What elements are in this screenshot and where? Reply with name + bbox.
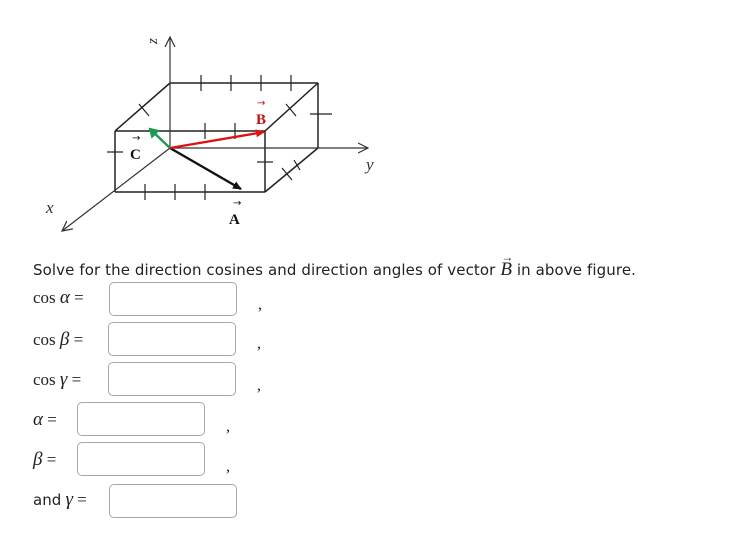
and-gamma-label: and γ = (33, 489, 87, 510)
cos-gamma-label: cos γ = (33, 369, 82, 390)
question-vector: →B (500, 250, 514, 280)
cos-alpha-label: cos α = (33, 287, 84, 308)
beta-input[interactable] (77, 442, 205, 476)
vector-b-label: B (256, 112, 266, 128)
cos-beta-label: cos β = (33, 329, 84, 350)
coordinate-axes (62, 37, 368, 231)
vector-c-label-arrow: → (132, 133, 140, 144)
vector-c-arrow (148, 127, 171, 149)
vector-a-arrow (169, 146, 242, 191)
axis-y-label: y (364, 155, 374, 174)
comma-3: , (257, 377, 261, 394)
cos-alpha-input[interactable] (109, 282, 237, 316)
comma-4: , (226, 418, 230, 435)
vector-a-label-arrow: → (233, 198, 241, 209)
vector-b-label-arrow: → (257, 98, 265, 109)
comma-2: , (257, 335, 261, 352)
cos-beta-input[interactable] (108, 322, 236, 356)
vectors (148, 127, 265, 191)
comma-5: , (226, 458, 230, 475)
vector-figure: z y x A → B → C → (45, 0, 374, 240)
vector-c-label: C (130, 147, 141, 163)
vector-b-arrow (169, 129, 265, 150)
cos-gamma-input[interactable] (108, 362, 236, 396)
axis-x-label: x (45, 198, 54, 217)
beta-label: β = (33, 449, 57, 470)
question-text-after: in above figure. (512, 261, 637, 279)
axis-z-label: z (145, 38, 161, 45)
alpha-label: α = (33, 409, 57, 430)
question-text-before: Solve for the direction cosines and dire… (33, 261, 501, 279)
gamma-input[interactable] (109, 484, 237, 518)
question-text: Solve for the direction cosines and dire… (33, 250, 637, 281)
vector-a-label: A (229, 212, 240, 228)
figure-labels: z y x A → B → C → (45, 38, 374, 228)
comma-1: , (258, 296, 262, 313)
alpha-input[interactable] (77, 402, 205, 436)
tick-marks (107, 75, 332, 200)
